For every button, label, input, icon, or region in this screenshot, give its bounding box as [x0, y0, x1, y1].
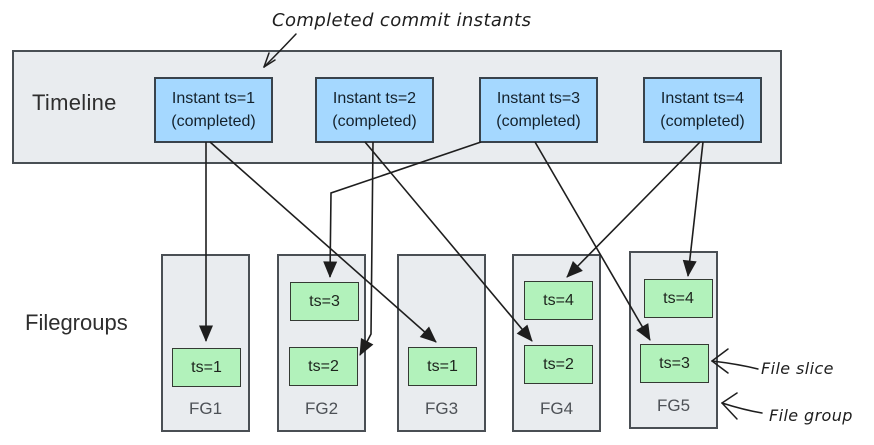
file-slice-fg4-ts2: ts=2: [524, 345, 593, 384]
instant-ts1-box: Instant ts=1 (completed): [154, 77, 273, 143]
annotation-file-slice: File slice: [761, 359, 834, 378]
instant-ts2-status: (completed): [332, 113, 417, 130]
annotation-arrow-file-slice: [711, 348, 759, 374]
instant-ts3-status: (completed): [496, 113, 581, 130]
annotation-completed-commit-instants: Completed commit instants: [272, 10, 532, 31]
filegroup-fg2: ts=3 ts=2 FG2: [277, 254, 366, 432]
instant-ts3-box: Instant ts=3 (completed): [479, 77, 598, 143]
filegroup-fg1-name: FG1: [188, 399, 223, 418]
filegroup-fg5: ts=4 ts=3 FG5: [629, 251, 718, 429]
instant-ts4-box: Instant ts=4 (completed): [643, 77, 762, 143]
instant-ts4-status: (completed): [660, 113, 745, 130]
filegroup-fg1: ts=1 FG1: [161, 254, 250, 432]
timeline-container: Timeline Instant ts=1 (completed) Instan…: [12, 50, 782, 164]
file-slice-fg4-ts4: ts=4: [524, 281, 593, 320]
file-slice-fg5-ts3: ts=3: [640, 344, 709, 383]
instant-ts1-title: Instant ts=1: [171, 90, 256, 107]
filegroups-label: Filegroups: [25, 310, 128, 335]
file-slice-fg2-ts3: ts=3: [290, 282, 359, 321]
instant-ts1-status: (completed): [171, 113, 256, 130]
filegroup-fg5-name: FG5: [656, 396, 691, 415]
filegroup-fg2-name: FG2: [304, 399, 339, 418]
instant-ts2-box: Instant ts=2 (completed): [315, 77, 434, 143]
file-slice-fg1-ts1: ts=1: [172, 348, 241, 387]
filegroup-fg4-name: FG4: [539, 399, 574, 418]
timeline-label: Timeline: [32, 90, 117, 115]
filegroup-fg3-name: FG3: [424, 399, 459, 418]
instant-ts2-title: Instant ts=2: [332, 90, 417, 107]
filegroup-fg3: ts=1 FG3: [397, 254, 486, 432]
file-slice-fg5-ts4: ts=4: [644, 279, 713, 318]
filegroup-fg4: ts=4 ts=2 FG4: [512, 254, 601, 432]
file-slice-fg3-ts1: ts=1: [408, 347, 477, 386]
annotation-arrow-file-group: [721, 392, 763, 420]
file-slice-fg2-ts2: ts=2: [289, 347, 358, 386]
instant-ts3-title: Instant ts=3: [496, 90, 581, 107]
instant-ts4-title: Instant ts=4: [660, 90, 745, 107]
annotation-file-group: File group: [769, 406, 853, 425]
